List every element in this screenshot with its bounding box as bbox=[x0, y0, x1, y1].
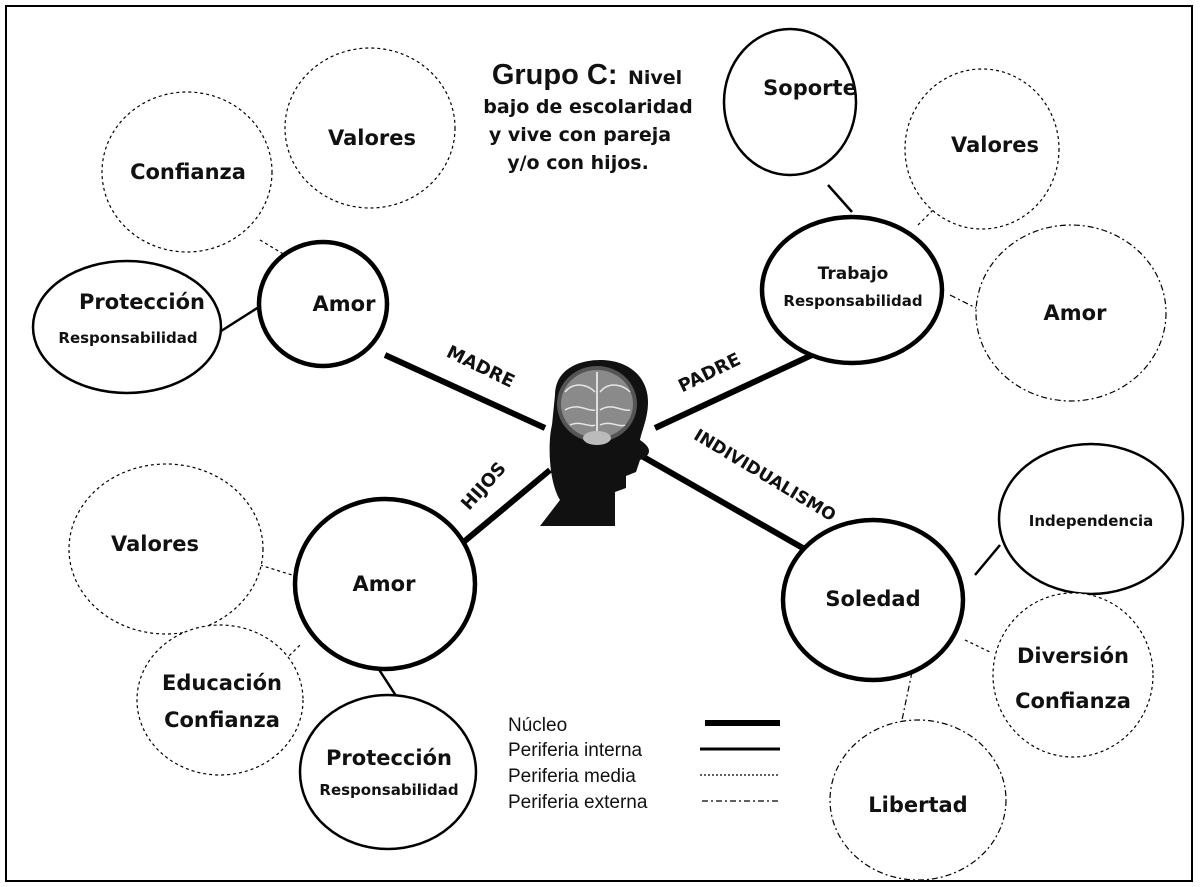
label-hijos-core: Amor bbox=[353, 572, 417, 596]
label-hijos-valores: Valores bbox=[111, 532, 199, 556]
link-soledad-independencia bbox=[974, 544, 1001, 576]
edge-individualismo bbox=[638, 452, 817, 558]
circle-hijos-educacion bbox=[136, 624, 304, 776]
legend: Núcleo Periferia interna Periferia media… bbox=[508, 715, 780, 813]
label-padre-core-2: Responsabilidad bbox=[783, 292, 922, 310]
title-line-2: bajo de escolaridad bbox=[483, 96, 692, 118]
label-ind-diversion-1: Diversión bbox=[1017, 644, 1129, 668]
edge-madre bbox=[383, 352, 547, 431]
legend-nucleo: Núcleo bbox=[508, 715, 567, 736]
link-trabajo-soporte bbox=[827, 184, 853, 213]
link-amor-confianza bbox=[259, 239, 286, 256]
circle-ind-core bbox=[780, 517, 966, 683]
label-padre-amor: Amor bbox=[1044, 301, 1108, 325]
circle-madre-proteccion bbox=[31, 259, 223, 395]
circle-hijos-valores bbox=[68, 463, 264, 635]
label-ind-independencia: Independencia bbox=[1029, 512, 1154, 530]
label-ind-diversion-2: Confianza bbox=[1015, 689, 1131, 713]
label-madre-confianza: Confianza bbox=[130, 160, 246, 184]
title-line-4: y/o con hijos. bbox=[507, 152, 649, 174]
label-hijos-educacion-2: Confianza bbox=[164, 708, 280, 732]
link-soledad-libertad bbox=[901, 671, 913, 721]
link-amor-proteccion bbox=[217, 303, 263, 335]
circle-padre-valores bbox=[904, 68, 1060, 230]
label-madre-valores: Valores bbox=[328, 126, 416, 150]
circle-ind-diversion bbox=[992, 592, 1154, 758]
link-soledad-diversion bbox=[964, 639, 993, 654]
title-prefix: Grupo C: bbox=[492, 59, 618, 91]
link-amor-valores-hijos bbox=[259, 564, 293, 576]
edge-label-individualismo: INDIVIDUALISMO bbox=[690, 425, 839, 525]
title-line1-rest: Nivel bbox=[628, 67, 682, 89]
circle-padre-amor bbox=[975, 224, 1167, 402]
head-brain-icon bbox=[540, 360, 649, 526]
edge-padre bbox=[653, 352, 814, 431]
circle-hijos-core bbox=[292, 496, 478, 672]
legend-externa: Periferia externa bbox=[508, 792, 648, 813]
circle-madre-core bbox=[256, 239, 390, 369]
edge-hijos bbox=[458, 467, 552, 548]
circle-padre-soporte bbox=[722, 27, 858, 177]
label-padre-soporte: Soporte bbox=[763, 76, 857, 100]
label-padre-valores: Valores bbox=[951, 133, 1039, 157]
label-ind-core: Soledad bbox=[825, 587, 920, 611]
circle-ind-independencia bbox=[997, 442, 1185, 596]
circle-hijos-proteccion bbox=[298, 693, 478, 851]
label-hijos-educacion-1: Educación bbox=[162, 671, 282, 695]
legend-interna: Periferia interna bbox=[508, 740, 643, 761]
title-line-3: y vive con pareja bbox=[489, 124, 671, 146]
circle-padre-core bbox=[759, 214, 945, 366]
circle-madre-valores bbox=[284, 47, 456, 209]
circle-madre-confianza bbox=[101, 91, 273, 253]
link-trabajo-valores bbox=[917, 207, 936, 226]
label-madre-proteccion-1: Protección bbox=[79, 290, 205, 314]
label-hijos-proteccion-2: Responsabilidad bbox=[319, 781, 458, 799]
label-hijos-proteccion-1: Protección bbox=[326, 746, 452, 770]
link-trabajo-amor bbox=[949, 294, 981, 311]
circle-ind-libertad bbox=[829, 719, 1007, 881]
label-madre-proteccion-2: Responsabilidad bbox=[58, 329, 197, 347]
legend-media: Periferia media bbox=[508, 766, 636, 787]
label-ind-libertad: Libertad bbox=[868, 793, 967, 817]
label-padre-core-1: Trabajo bbox=[818, 264, 889, 284]
title-line-1: Grupo C: Nivel bbox=[492, 59, 682, 91]
label-madre-core: Amor bbox=[313, 292, 377, 316]
